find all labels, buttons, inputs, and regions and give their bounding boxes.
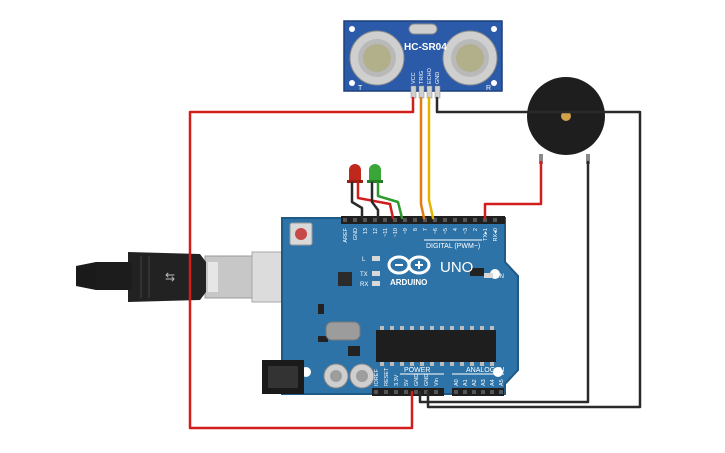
sensor-model: HC-SR04: [404, 42, 447, 53]
power-pin-label: RESET: [384, 367, 390, 386]
analog-label: ANALOG IN: [466, 367, 504, 374]
digital-pin-label: 13: [363, 228, 369, 234]
header-pin-hole: [353, 218, 357, 222]
header-pin-hole: [490, 390, 494, 394]
header-pin-hole: [483, 218, 487, 222]
analog-pin-label: A1: [463, 379, 469, 386]
digital-pin-label: 2: [473, 228, 479, 231]
header-pin-hole: [453, 218, 457, 222]
digital-pin-label: 4: [453, 228, 459, 231]
digital-pin-label: 8: [413, 228, 419, 231]
header-pin-hole: [414, 390, 418, 394]
header-pin-hole: [454, 390, 458, 394]
digital-pin-label: ~11: [383, 228, 389, 237]
sensor-pin-label: GND: [435, 72, 441, 84]
arduino-logo-icon: [387, 255, 431, 275]
analog-pin-label: A4: [490, 379, 496, 386]
header-pin-hole: [493, 218, 497, 222]
power-pin-label: Vin: [434, 378, 440, 386]
wire-green-led-cathode: [370, 181, 380, 220]
arduino-logo-text: ARDUINO: [390, 278, 427, 287]
piezo-buzzer: [527, 77, 605, 164]
led-tx-label: TX: [360, 272, 368, 278]
header-pin-hole: [434, 390, 438, 394]
digital-pin-label: GND: [353, 228, 359, 240]
wire-green-led-anode: [376, 181, 404, 220]
digital-pin-label: 12: [373, 228, 379, 234]
header-pin-hole: [404, 390, 408, 394]
wire-sensor-vcc: [188, 96, 415, 430]
header-pin-hole: [394, 390, 398, 394]
power-pin-label: GND: [414, 374, 420, 386]
digital-label: DIGITAL (PWM~): [426, 243, 480, 250]
digital-pin-label: ~9: [403, 228, 409, 234]
header-pin-hole: [463, 390, 467, 394]
sensor-pin-label: VCC: [411, 72, 417, 84]
arduino-board: L TX RX ON ARDUINO UNO AREF GND 13 12 ~11 ~10…: [262, 216, 519, 396]
sensor-pin-label: TRIG: [419, 71, 425, 84]
receiver: [442, 30, 498, 86]
power-label: POWER: [404, 367, 430, 374]
sensor-left-mark: T: [358, 85, 363, 92]
digital-pin-label: ~3: [463, 228, 469, 234]
digital-pin-label: ~10: [393, 228, 399, 237]
led-l-label: L: [362, 257, 366, 263]
power-pin-label: 5V: [404, 379, 410, 386]
digital-pin-label: TX▸1: [483, 228, 489, 241]
digital-pin-label: AREF: [343, 227, 349, 242]
wire-sensor-trig: [419, 96, 426, 220]
board-model: UNO: [440, 259, 473, 276]
led-green: [367, 164, 383, 183]
header-pin-hole: [363, 218, 367, 222]
header-pin-hole: [443, 218, 447, 222]
wire-buzzer-gnd: [418, 160, 590, 404]
header-pin-hole: [384, 390, 388, 394]
header-pin-hole: [472, 390, 476, 394]
header-pin-hole: [433, 218, 437, 222]
analog-pin-label: A5: [499, 379, 505, 386]
led-rx-label: RX: [360, 282, 368, 288]
header-pin-hole: [499, 390, 503, 394]
header-pin-hole: [413, 218, 417, 222]
transmitter: [349, 30, 405, 86]
power-pin-label: GND: [424, 374, 430, 386]
sensor-pin-label: ECHO: [427, 67, 433, 84]
analog-pin-label: A0: [454, 379, 460, 386]
wire-sensor-echo: [427, 96, 435, 220]
wire-red-led-anode: [356, 181, 395, 220]
power-pin-label: 3.3V: [394, 374, 400, 386]
header-pin-hole: [393, 218, 397, 222]
wire-sensor-gnd: [426, 96, 642, 409]
sensor-right-mark: R: [486, 85, 491, 92]
led-red: [347, 164, 363, 183]
header-pin-hole: [423, 218, 427, 222]
header-pin-hole: [383, 218, 387, 222]
header-pin-hole: [374, 390, 378, 394]
digital-pin-label: ~6: [433, 228, 439, 234]
on-label: ON: [495, 274, 504, 280]
power-pin-label: IOREF: [374, 369, 380, 386]
usb-cable: ⇆: [76, 251, 307, 303]
analog-pin-label: A2: [472, 379, 478, 386]
header-pin-hole: [424, 390, 428, 394]
digital-pin-label: 7: [423, 228, 429, 231]
header-pin-hole: [343, 218, 347, 222]
header-pin-hole: [481, 390, 485, 394]
usb-icon: ⇆: [165, 270, 175, 284]
header-pin-hole: [403, 218, 407, 222]
header-pin-hole: [463, 218, 467, 222]
header-pin-hole: [473, 218, 477, 222]
analog-pin-label: A3: [481, 379, 487, 386]
digital-pin-label: ~5: [443, 228, 449, 234]
header-pin-hole: [373, 218, 377, 222]
digital-pin-label: RX◂0: [493, 228, 499, 241]
wire-red-led-cathode: [350, 181, 364, 220]
wire-buzzer-signal: [483, 160, 543, 220]
analog-header: [452, 388, 504, 396]
